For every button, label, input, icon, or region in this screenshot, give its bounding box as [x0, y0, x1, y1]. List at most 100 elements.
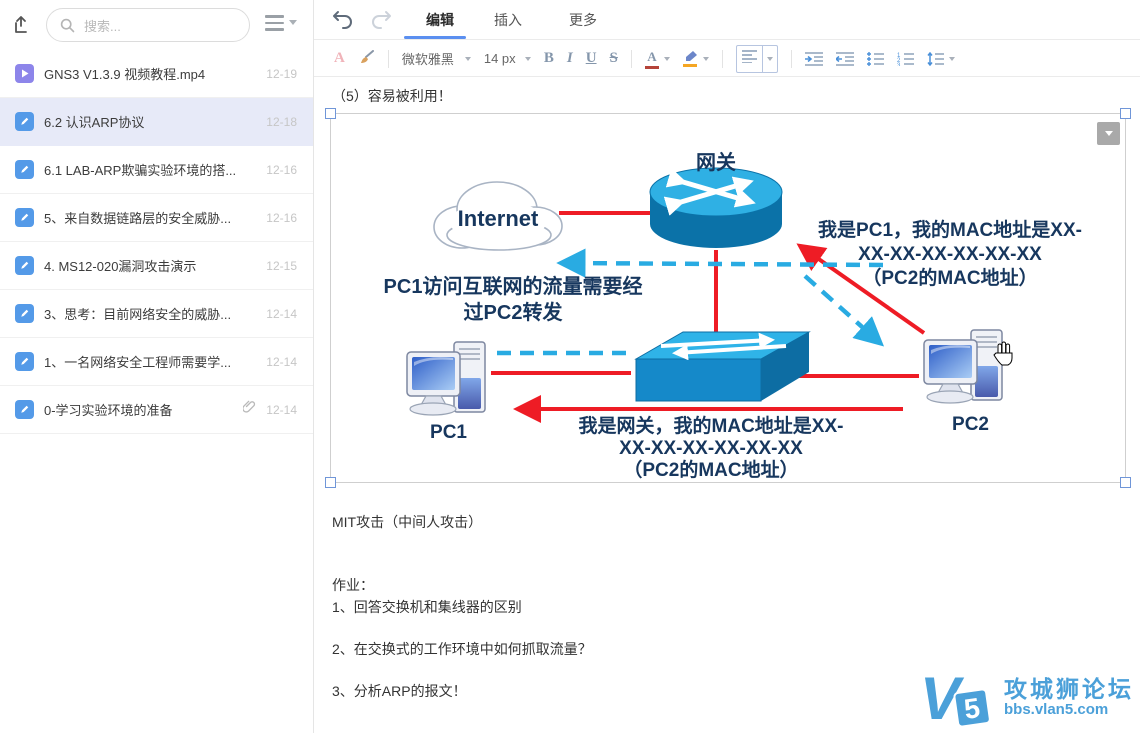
bold-button[interactable]: B	[544, 50, 554, 67]
bold-letter: B	[543, 50, 554, 66]
tab-edit[interactable]: 编辑	[426, 12, 454, 28]
v5-logo-icon: V 5	[920, 665, 991, 731]
chevron-down-icon	[289, 20, 297, 26]
resize-handle-top-right[interactable]	[1120, 108, 1131, 119]
search-input[interactable]: 搜索...	[46, 8, 250, 42]
editor-tabbar: 编辑 插入 更多	[314, 0, 1140, 40]
traffic-redirect-note: PC1访问互联网的流量需要经 过PC2转发	[383, 276, 643, 324]
chevron-down-icon	[663, 56, 670, 61]
font-color-button[interactable]: A	[644, 48, 670, 69]
gateway-spoof-note: 我是网关，我的MAC地址是XX- XX-XX-XX-XX-XX-XX （PC2的…	[578, 416, 844, 481]
internet-cloud	[433, 181, 563, 251]
forum-url: bbs.vlan5.com	[1004, 701, 1109, 719]
font-family-select[interactable]: 微软雅黑	[402, 49, 471, 68]
note-icon	[15, 112, 34, 131]
pc2-label: PC2	[952, 414, 989, 435]
note-row-lab-env-prep[interactable]: 0-学习实验环境的准备 12-14	[0, 386, 313, 434]
font-size-value: 14 px	[483, 51, 516, 66]
chevron-down-icon	[1104, 131, 1113, 136]
doc-line-intro: （5）容易被利用！	[332, 88, 452, 104]
underline-letter: U	[585, 50, 597, 66]
tab-more[interactable]: 更多	[569, 12, 597, 28]
note-title: 4. MS12-020漏洞攻击演示	[44, 259, 197, 274]
undo-icon[interactable]	[332, 9, 354, 34]
note-date: 12-14	[266, 306, 297, 321]
paperclip-icon	[242, 400, 256, 420]
pc1-computer	[406, 341, 486, 416]
note-icon	[15, 304, 34, 323]
tab-insert[interactable]: 插入	[494, 12, 522, 28]
note-date: 12-16	[266, 210, 297, 225]
chevron-down-icon	[464, 56, 471, 61]
indent-button[interactable]	[804, 51, 823, 66]
underline-button[interactable]: U	[586, 50, 597, 67]
align-button[interactable]	[735, 44, 778, 73]
note-icon	[15, 160, 34, 179]
italic-letter: I	[566, 50, 573, 66]
doc-line-hw2: 2、在交换式的工作环境中如何抓取流量？	[332, 641, 592, 657]
note-icon	[15, 400, 34, 419]
italic-button[interactable]: I	[567, 50, 573, 67]
note-title: GNS3 V1.3.9 视频教程.mp4	[44, 67, 206, 82]
font-size-select[interactable]: 14 px	[484, 51, 531, 66]
gateway-label: 网关	[696, 152, 736, 174]
font-color-icon: A	[644, 48, 659, 69]
note-title: 5、来自数据链路层的安全威胁...	[44, 211, 232, 226]
note-row-engineer-learn[interactable]: 1、一名网络安全工程师需要学... 12-14	[0, 338, 313, 386]
note-date: 12-14	[266, 402, 297, 417]
play-icon	[15, 64, 34, 83]
search-placeholder: 搜索...	[84, 18, 121, 34]
resize-handle-bottom-right[interactable]	[1120, 477, 1131, 488]
note-icon	[15, 256, 34, 275]
note-title: 0-学习实验环境的准备	[44, 403, 173, 418]
outdent-button[interactable]	[835, 51, 854, 66]
note-row-ms12-020[interactable]: 4. MS12-020漏洞攻击演示 12-15	[0, 242, 313, 290]
note-row-arp-protocol[interactable]: 6.2 认识ARP协议 12-18	[0, 98, 313, 146]
forum-watermark: V 5 攻城狮论坛 bbs.vlan5.com	[918, 665, 1134, 731]
sidebar-header: 搜索...	[0, 0, 313, 50]
doc-line-hw3: 3、分析ARP的报文！	[332, 683, 467, 699]
strikethrough-button[interactable]: S	[610, 50, 618, 67]
svg-text:2: 2	[897, 58, 901, 64]
note-icon	[15, 208, 34, 227]
list-menu-button[interactable]	[265, 15, 297, 31]
resize-handle-bottom-left[interactable]	[325, 477, 336, 488]
pc2-arp-spoof-note: 我是PC1，我的MAC地址是XX- XX-XX-XX-XX-XX-XX （PC2…	[818, 220, 1082, 289]
resize-handle-top-left[interactable]	[325, 108, 336, 119]
selected-diagram-image[interactable]: 网关 Internet PC1 PC2 我是PC1，我的MAC地址是XX- XX…	[325, 108, 1131, 488]
note-date: 12-19	[266, 66, 297, 81]
doc-line-hw1: 1、回答交换机和集线器的区别	[332, 599, 522, 615]
chevron-down-icon	[702, 56, 709, 61]
image-menu-button[interactable]	[1097, 122, 1120, 145]
bullet-list-button[interactable]	[866, 51, 884, 66]
forum-name: 攻城狮论坛	[1004, 676, 1134, 703]
note-icon	[15, 352, 34, 371]
pc2-computer	[923, 329, 1003, 404]
clear-format-button[interactable]: A	[334, 50, 345, 67]
note-list: GNS3 V1.3.9 视频教程.mp4 12-19 6.2 认识ARP协议 1…	[0, 50, 313, 434]
export-icon[interactable]	[12, 13, 36, 37]
note-row-datalink-threats[interactable]: 5、来自数据链路层的安全威胁... 12-16	[0, 194, 313, 242]
line-height-button[interactable]	[927, 51, 955, 66]
note-date: 12-14	[266, 354, 297, 369]
highlight-color-button[interactable]	[683, 50, 709, 67]
doc-line-homework: 作业：	[332, 577, 374, 593]
note-row-lab-arp[interactable]: 6.1 LAB-ARP欺骗实验环境的搭... 12-16	[0, 146, 313, 194]
note-row-gns3-video[interactable]: GNS3 V1.3.9 视频教程.mp4 12-19	[0, 50, 313, 98]
font-color-letter: A	[647, 48, 657, 64]
search-icon	[60, 18, 75, 32]
note-title: 1、一名网络安全工程师需要学...	[44, 355, 232, 370]
notes-sidebar: 搜索... GNS3 V1.3.9 视频教程.mp4 12-19 6.2 认识A…	[0, 0, 314, 733]
highlighter-icon	[683, 50, 698, 67]
strike-letter: S	[609, 50, 618, 66]
format-painter-button[interactable]	[358, 50, 375, 67]
svg-text:3: 3	[897, 63, 901, 66]
brush-icon	[360, 50, 374, 63]
note-row-security-thinking[interactable]: 3、思考：目前网络安全的威胁... 12-14	[0, 290, 313, 338]
align-left-icon	[737, 46, 762, 72]
chevron-down-icon	[948, 56, 955, 61]
redo-icon[interactable]	[370, 9, 392, 34]
pc1-label: PC1	[430, 422, 467, 443]
note-title: 6.1 LAB-ARP欺骗实验环境的搭...	[44, 163, 237, 178]
